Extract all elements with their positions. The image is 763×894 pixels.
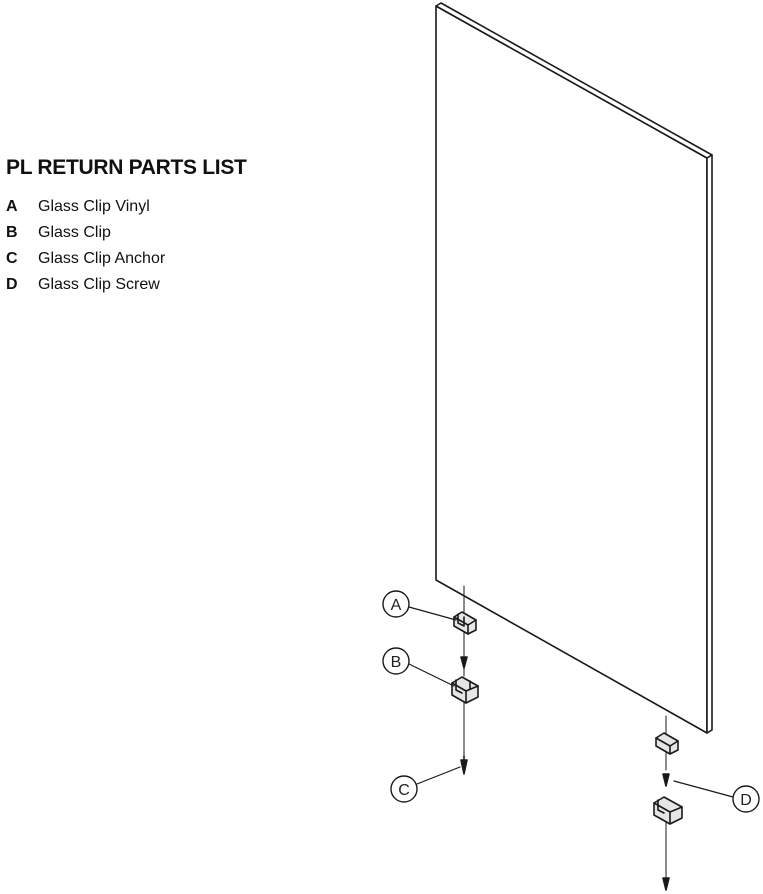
leader-lines	[408, 606, 734, 798]
glass-clip-left	[451, 676, 479, 704]
part-letter: D	[6, 276, 18, 293]
part-name: Glass Clip	[38, 224, 111, 241]
parts-list: PL RETURN PARTS LIST A Glass Clip Vinyl …	[6, 156, 306, 302]
glass-clip-anchor-right	[662, 877, 670, 891]
part-item-a: A Glass Clip Vinyl	[6, 198, 306, 224]
glass-panel	[435, 2, 713, 734]
part-name: Glass Clip Screw	[38, 276, 160, 293]
callout-b: B	[382, 647, 410, 675]
callout-d: D	[732, 785, 760, 813]
part-letter: A	[6, 198, 18, 215]
part-letter: B	[6, 224, 18, 241]
callout-a-label: A	[391, 597, 402, 614]
callout-d-label: D	[740, 792, 752, 809]
parts-list-items: A Glass Clip Vinyl B Glass Clip C Glass …	[6, 198, 306, 302]
part-letter: C	[6, 250, 18, 267]
part-item-d: D Glass Clip Screw	[6, 276, 306, 302]
part-name: Glass Clip Anchor	[38, 250, 166, 267]
callout-c-label: C	[398, 782, 410, 799]
part-item-b: B Glass Clip	[6, 224, 306, 250]
glass-clip-screw-right	[662, 773, 670, 787]
glass-clip-vinyl-right	[655, 732, 679, 755]
glass-clip-anchor-left	[460, 755, 468, 775]
parts-list-title: PL RETURN PARTS LIST	[6, 156, 247, 179]
callout-b-label: B	[391, 654, 402, 671]
callout-c: C	[390, 775, 418, 803]
glass-clip-vinyl-left	[453, 611, 477, 635]
callout-a: A	[382, 590, 410, 618]
glass-clip-right	[653, 796, 683, 825]
part-item-c: C Glass Clip Anchor	[6, 250, 306, 276]
screw-tip-left-upper	[460, 656, 468, 669]
part-name: Glass Clip Vinyl	[38, 198, 150, 215]
